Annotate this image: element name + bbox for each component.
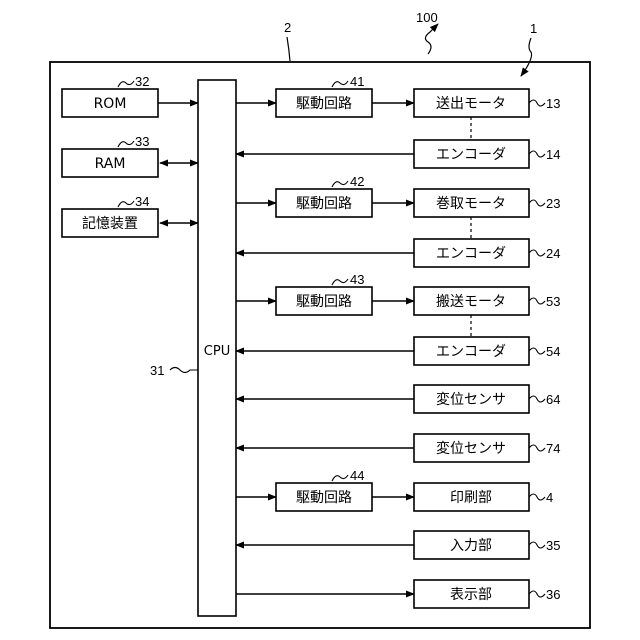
- ref-input-leader: [529, 542, 545, 548]
- ref-storage-leader: [118, 201, 134, 207]
- ref-drive1-leader: [332, 81, 348, 87]
- ref-ram: 33: [135, 134, 149, 149]
- input-unit-label: 入力部: [450, 538, 492, 554]
- ref-input: 35: [546, 538, 560, 553]
- ref-drive1: 41: [350, 74, 364, 89]
- drive-circuit-3-label: 駆動回路: [296, 294, 352, 310]
- sensor-2-label: 変位センサ: [436, 440, 506, 457]
- storage-label: 記憶装置: [82, 215, 138, 232]
- ref-ram-leader: [118, 141, 134, 147]
- ram-label: RAM: [95, 156, 126, 172]
- ref-take-motor: 23: [546, 196, 560, 211]
- encoder-2-label: エンコーダ: [436, 246, 506, 262]
- ref-enc3-leader: [529, 348, 545, 354]
- encoder-1-label: エンコーダ: [436, 147, 506, 163]
- ref-print-leader: [529, 494, 545, 500]
- ref-enc1-leader: [529, 151, 545, 157]
- ref-convey-motor-leader: [529, 298, 545, 304]
- ref-controller-leader: [287, 37, 290, 61]
- ref-display: 36: [546, 587, 560, 602]
- display-unit-label: 表示部: [450, 587, 492, 603]
- print-unit-label: 印刷部: [450, 490, 492, 506]
- ref-mechanism: 1: [530, 21, 537, 36]
- ref-storage: 34: [135, 194, 149, 209]
- ref-display-leader: [529, 591, 545, 597]
- ref-drive4-leader: [332, 475, 348, 481]
- convey-motor-label: 搬送モータ: [436, 294, 506, 310]
- ref-controller: 2: [284, 20, 291, 35]
- rom-label: ROM: [94, 96, 127, 112]
- ref-sensor1: 64: [546, 392, 560, 407]
- ref-drive2-leader: [332, 181, 348, 187]
- ref-enc2-leader: [529, 250, 545, 256]
- ref-feed-motor: 13: [546, 96, 560, 111]
- ref-enc2: 24: [546, 246, 560, 261]
- sensor-1-label: 変位センサ: [436, 391, 506, 408]
- ref-rom: 32: [135, 74, 149, 89]
- feed-motor-label: 送出モータ: [436, 96, 506, 112]
- ref-print: 4: [546, 490, 553, 505]
- ref-drive3-leader: [332, 279, 348, 285]
- take-motor-label: 巻取モータ: [436, 196, 506, 212]
- ref-convey-motor: 53: [546, 294, 560, 309]
- ref-drive3: 43: [350, 272, 364, 287]
- ref-enc1: 14: [546, 147, 560, 162]
- ref-cpu-leader: [170, 368, 198, 373]
- ref-device-leader: [425, 24, 438, 54]
- ref-drive2: 42: [350, 174, 364, 189]
- ref-sensor2-leader: [529, 445, 545, 451]
- ref-enc3: 54: [546, 344, 560, 359]
- drive-circuit-2-label: 駆動回路: [296, 196, 352, 212]
- ref-feed-motor-leader: [529, 100, 545, 106]
- ref-sensor2: 74: [546, 441, 560, 456]
- ref-rom-leader: [118, 81, 134, 87]
- ref-sensor1-leader: [529, 396, 545, 402]
- drive-circuit-1-label: 駆動回路: [296, 96, 352, 112]
- ref-cpu: 31: [150, 363, 164, 378]
- ref-drive4: 44: [350, 468, 364, 483]
- ref-take-motor-leader: [529, 200, 545, 206]
- cpu-label: CPU: [204, 344, 230, 359]
- encoder-3-label: エンコーダ: [436, 344, 506, 360]
- drive-circuit-4-label: 駆動回路: [296, 490, 352, 506]
- ref-mechanism-leader: [521, 38, 532, 76]
- ref-device: 100: [416, 10, 438, 25]
